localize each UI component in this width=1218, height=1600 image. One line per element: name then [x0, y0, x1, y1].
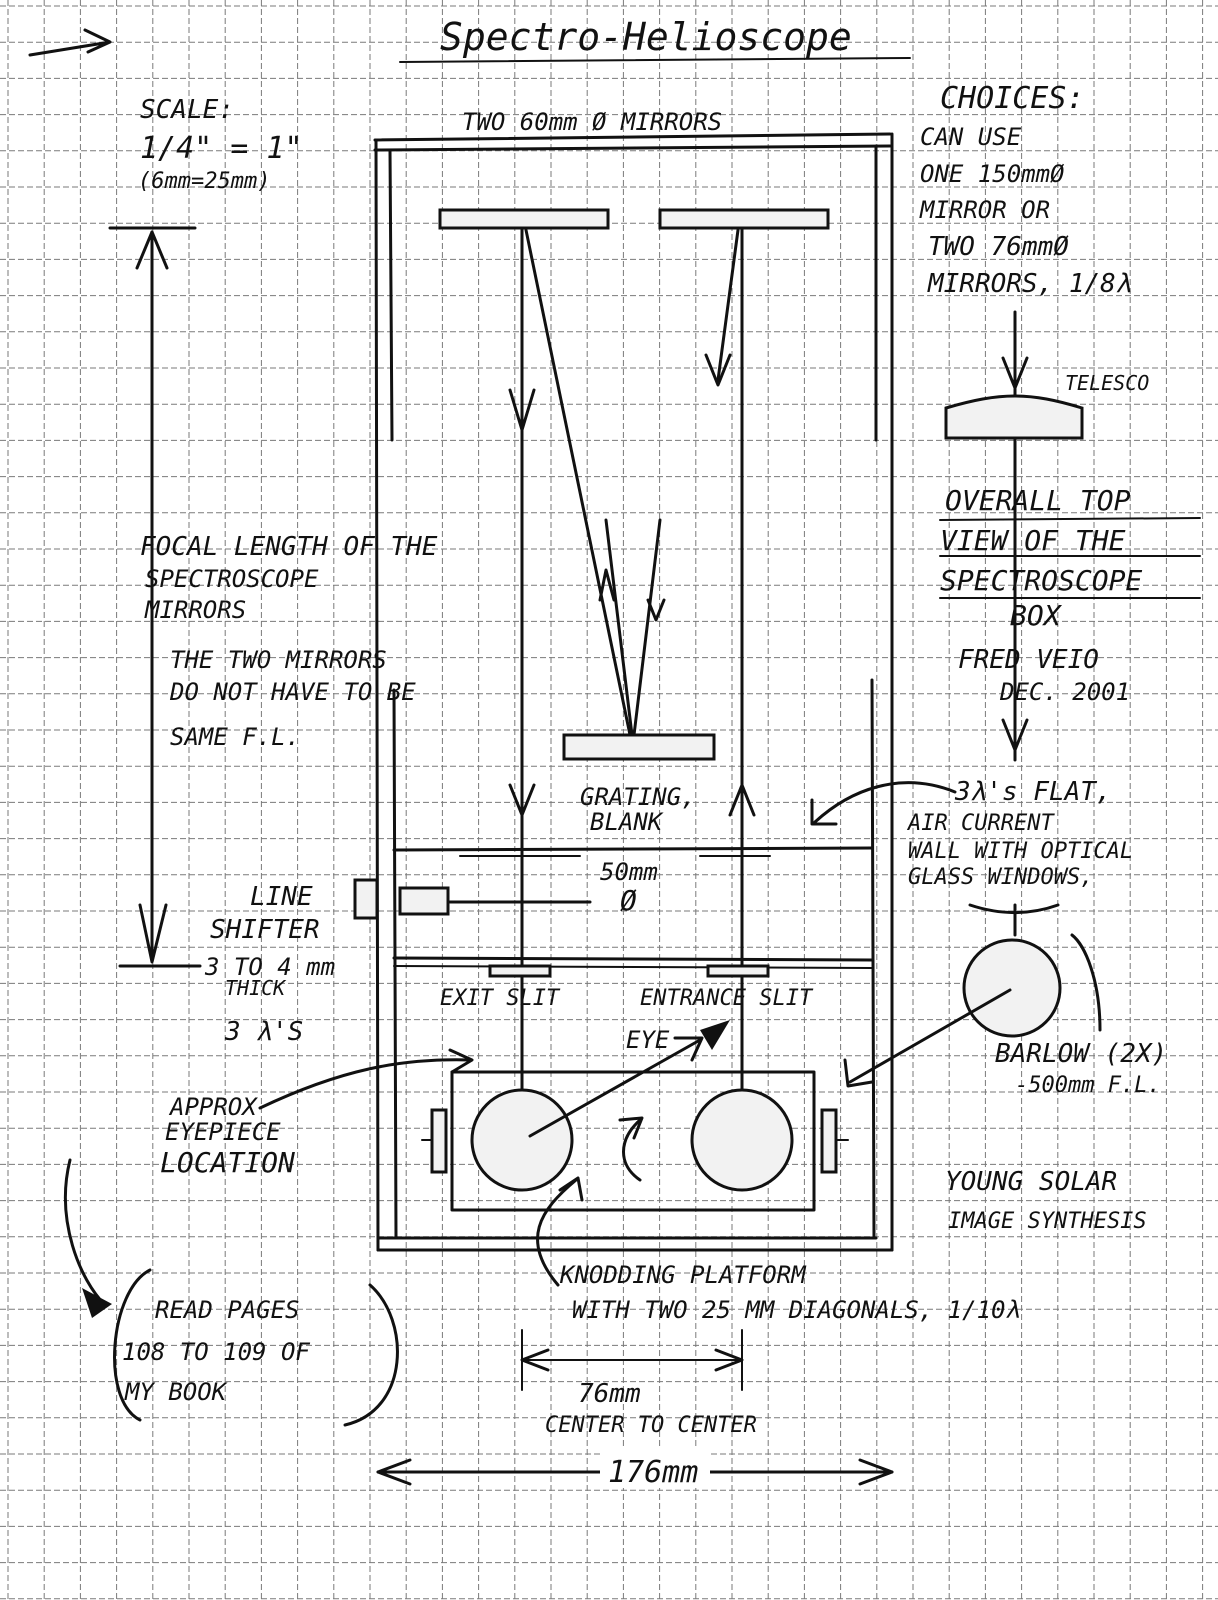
barlow-lens: [843, 903, 1102, 1088]
nodding-note-line-1: KNODDING PLATFORM: [559, 1261, 807, 1289]
scale-heading: SCALE:: [140, 95, 234, 125]
focal-length-note: FOCAL LENGTH OF THE SPECTROSCOPE MIRRORS: [140, 532, 438, 624]
air-current-wall: [392, 846, 874, 852]
young-note-line-2: IMAGE SYNTHESIS: [948, 1209, 1147, 1234]
scale-ratio: 1/4" = 1": [140, 131, 303, 166]
light-paths: [508, 226, 756, 1142]
flat-note-line-4: GLASS WINDOWS,: [908, 865, 1093, 890]
line-shifter: [353, 878, 592, 920]
exit-slit-label: EXIT SLIT: [440, 986, 561, 1011]
grating-label-line-1: GRATING,: [580, 783, 696, 811]
focal-length-line-3: MIRRORS: [144, 596, 246, 624]
eye-icon: [700, 1020, 730, 1050]
title-underline: [399, 57, 911, 63]
barlow-focal-length: -500mm F.L.: [1015, 1073, 1161, 1098]
nodding-platform: [421, 1036, 849, 1212]
left-mirror: [438, 208, 610, 230]
overall-view-line-2: VIEW OF THE: [940, 524, 1126, 557]
center-dimension: [520, 1329, 744, 1391]
author-date: DEC. 2001: [999, 678, 1130, 706]
mirrors-label: TWO 60mm Ø MIRRORS: [462, 108, 722, 136]
read-pages-line-2: 108 TO 109 OF: [122, 1338, 310, 1366]
nodding-note-line-2: WITH TWO 25 MM DIAGONALS, 1/10λ: [572, 1296, 1020, 1324]
left-diagonal: [470, 1088, 574, 1192]
eyepiece-line-3: LOCATION: [160, 1146, 295, 1179]
barlow-label: BARLOW (2X): [995, 1039, 1167, 1069]
choices-line-1: CAN USE: [920, 123, 1022, 151]
choices-heading: CHOICES:: [940, 81, 1085, 116]
grating-blank: [562, 733, 716, 761]
right-diagonal: [690, 1088, 794, 1192]
choices-line-5: MIRRORS, 1/8λ: [927, 269, 1132, 299]
entrance-slit-label: ENTRANCE SLIT: [640, 986, 814, 1011]
read-pages-note: READ PAGES 108 TO 109 OF MY BOOK: [64, 1158, 399, 1427]
flat-note-line-1: 3λ's FLAT,: [954, 777, 1112, 807]
eyepiece-line-2: EYEPIECE: [165, 1118, 281, 1146]
scale-metric: (6mm=25mm): [138, 169, 270, 194]
eyepiece-line-1: APPROX: [168, 1093, 258, 1121]
thickness-note-3: 3 λ'S: [224, 1017, 303, 1047]
page-title: Spectro-Helioscope: [440, 15, 852, 59]
fl-note-line-1: THE TWO MIRRORS: [170, 646, 387, 674]
right-mirror: [658, 208, 830, 230]
slit-plate: [392, 956, 874, 962]
grating-label-line-2: BLANK: [590, 808, 664, 836]
eye-label: EYE: [626, 1026, 670, 1054]
line-shifter-label-1: LINE: [250, 882, 313, 912]
read-pages-line-1: READ PAGES: [155, 1296, 300, 1324]
thickness-note-1: 3 TO 4 mm: [204, 953, 335, 981]
line-shifter-label-2: SHIFTER: [210, 915, 320, 945]
overall-view-line-4: BOX: [1010, 599, 1063, 632]
scale-note: SCALE: 1/4" = 1" (6mm=25mm): [138, 95, 303, 194]
choices-line-3: MIRROR OR: [919, 196, 1050, 224]
grating-size-symbol: Ø: [620, 884, 637, 917]
center-label: CENTER TO CENTER: [545, 1413, 757, 1438]
eyepiece-note: APPROX EYEPIECE LOCATION: [160, 1048, 474, 1179]
focal-length-line-1: FOCAL LENGTH OF THE: [140, 532, 438, 562]
mirror-fl-note: THE TWO MIRRORS DO NOT HAVE TO BE SAME F…: [169, 646, 416, 751]
flat-note: 3λ's FLAT, AIR CURRENT WALL WITH OPTICAL…: [810, 777, 1133, 890]
fl-note-line-2: DO NOT HAVE TO BE: [169, 678, 416, 706]
read-pages-line-3: MY BOOK: [124, 1378, 228, 1406]
pointer-arrowhead: [82, 1288, 112, 1318]
focal-length-dimension: [108, 226, 202, 968]
telescope-label: TELESCO: [1065, 371, 1149, 395]
young-note-line-1: YOUNG SOLAR: [945, 1167, 1117, 1197]
center-distance: 76mm: [578, 1379, 641, 1409]
overall-view-line-3: SPECTROSCOPE: [940, 564, 1142, 597]
thickness-note-2: THICK: [225, 976, 287, 1000]
choices-line-4: TWO 76mmØ: [928, 232, 1069, 262]
overall-view-note: OVERALL TOP VIEW OF THE SPECTROSCOPE BOX: [939, 484, 1201, 632]
nodding-note: KNODDING PLATFORM WITH TWO 25 MM DIAGONA…: [536, 1176, 1020, 1324]
choices-list: CAN USE ONE 150mmØ MIRROR OR TWO 76mmØ M…: [919, 123, 1132, 299]
choices-line-2: ONE 150mmØ: [920, 160, 1065, 188]
overall-view-line-1: OVERALL TOP: [945, 484, 1131, 517]
grating-size: 50mm: [600, 858, 658, 886]
corner-arrow-mark: [28, 28, 112, 57]
focal-length-line-2: SPECTROSCOPE: [145, 565, 319, 593]
author-name: FRED VEIO: [958, 645, 1099, 675]
fl-note-line-3: SAME F.L.: [170, 723, 300, 751]
box-width: 176mm: [608, 1455, 698, 1490]
flat-note-line-2: AIR CURRENT: [906, 811, 1055, 836]
flat-note-line-3: WALL WITH OPTICAL: [908, 839, 1133, 864]
telescope-objective: TELESCO: [944, 310, 1149, 762]
